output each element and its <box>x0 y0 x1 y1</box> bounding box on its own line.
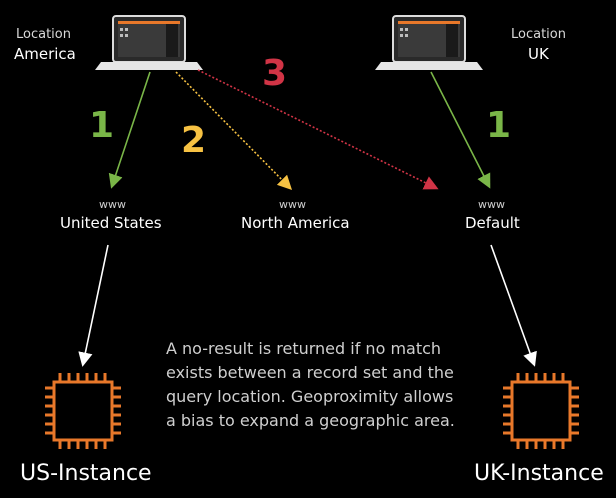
route-arrow-green-right <box>430 71 491 189</box>
route-arrow-yellow <box>175 71 293 191</box>
route-number-2: 2 <box>181 120 207 161</box>
instance-arrow-right <box>490 244 537 367</box>
right-location-value: UK <box>528 45 549 63</box>
route-number-3: 3 <box>262 53 288 94</box>
right-location-label: Location <box>511 27 566 42</box>
record-prefix: www <box>478 198 505 211</box>
left-location-label: Location <box>16 27 71 42</box>
instance-arrow-left <box>78 244 109 367</box>
record-united-states: United States <box>60 214 162 232</box>
record-default: Default <box>465 214 520 232</box>
uk-instance-label: UK-Instance <box>474 461 604 486</box>
route-number-1-left: 1 <box>89 105 115 146</box>
route-number-1-right: 1 <box>486 105 512 146</box>
explanation-note: A no-result is returned if no match exis… <box>166 339 455 430</box>
us-instance-label: US-Instance <box>20 461 152 486</box>
laptop-icon <box>95 15 203 70</box>
route-arrow-red <box>197 69 439 190</box>
route-arrow-green-left <box>108 71 151 189</box>
left-location-value: America <box>14 45 76 63</box>
record-north-america: North America <box>241 214 350 232</box>
chip-icon <box>503 373 579 449</box>
record-prefix: www <box>99 198 126 211</box>
record-prefix: www <box>279 198 306 211</box>
laptop-icon <box>375 15 483 70</box>
chip-icon <box>45 373 121 449</box>
